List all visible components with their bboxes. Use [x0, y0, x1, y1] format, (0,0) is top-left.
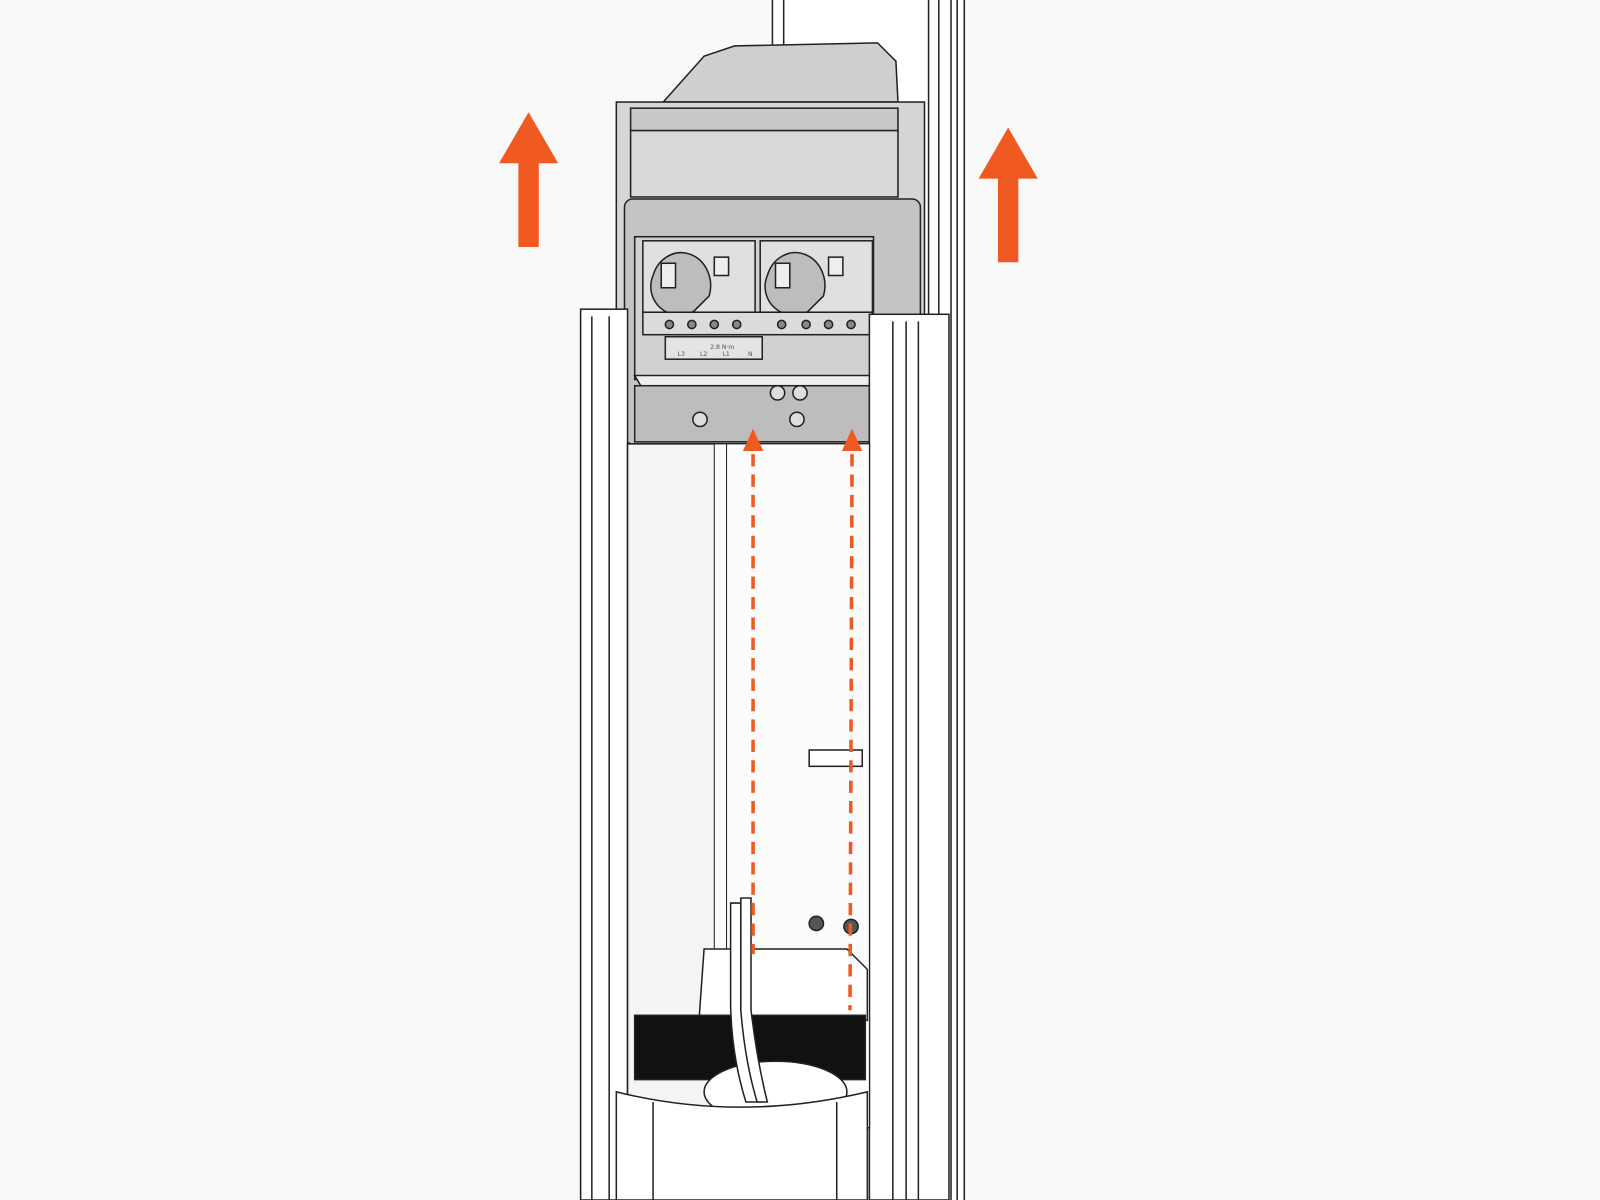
front-cover	[579, 308, 950, 1200]
torque-label: 2.8 N·m	[710, 344, 734, 351]
lift-arrows	[498, 112, 1038, 452]
up-arrow-icon	[978, 127, 1038, 263]
circuit-breaker-2	[759, 240, 874, 316]
electrical-module	[615, 42, 926, 445]
guide-arrowhead-icon	[742, 428, 764, 452]
up-arrow-icon	[498, 112, 559, 247]
guide-arrowhead-icon	[841, 428, 863, 452]
terminal-label-l2: L2	[700, 351, 707, 358]
terminal-labels: L3 L2 2.8 N·m L1 N	[678, 344, 753, 358]
power-cables	[729, 897, 769, 1103]
terminal-label-l1: L1	[722, 351, 729, 358]
label-slot	[808, 749, 864, 768]
circuit-breaker-1	[642, 240, 756, 316]
terminal-label-n: N	[748, 351, 753, 358]
terminal-label-l3: L3	[678, 351, 685, 358]
guide-lines	[751, 454, 854, 1011]
